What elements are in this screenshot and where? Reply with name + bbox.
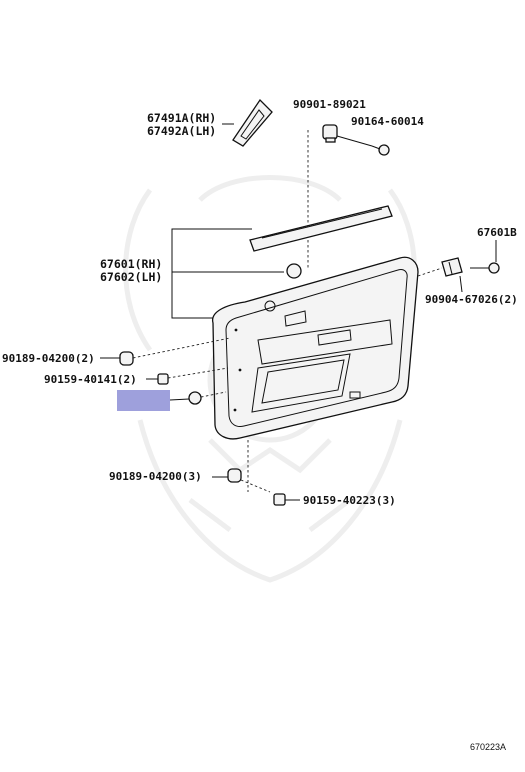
bracket-line [171,228,252,319]
plug-part[interactable] [188,391,202,405]
screw-bottom-part[interactable] [273,493,286,506]
window-trim-part[interactable] [232,98,273,147]
door-panel-part[interactable] [212,256,419,440]
highlight-box[interactable] [117,390,170,411]
screw-top-label[interactable]: 90164-60014 [351,115,424,128]
clip-bottom-part[interactable] [227,468,242,483]
screw-left-part[interactable] [157,373,169,385]
leader-line [169,398,190,401]
screw-right-part[interactable] [470,262,500,274]
clip-left-part[interactable] [119,351,134,366]
clip-top-label[interactable]: 90901-89021 [293,98,366,111]
dashed-guide [200,391,227,398]
screw-right-label[interactable]: 90904-67026(2) [425,293,518,306]
upper-molding-part[interactable] [249,205,393,252]
clip-bottom-label[interactable]: 90189-04200(3) [109,470,202,483]
screw-top-part[interactable] [371,144,390,156]
part-67601b[interactable] [441,257,463,277]
dashed-guide [417,267,443,277]
watermark-emblem [123,175,417,583]
panel-rh-label[interactable]: 67601(RH) [100,257,162,271]
clip-left-label[interactable]: 90189-04200(2) [2,352,95,365]
screw-left-label[interactable]: 90159-40141(2) [44,373,137,386]
window-trim-rh-label[interactable]: 67491A(RH) [147,111,216,125]
leader-line [459,275,463,293]
part-67601b-label[interactable]: 67601B [477,226,517,239]
panel-clip-part[interactable] [286,263,302,279]
window-trim-lh-label[interactable]: 67492A(LH) [147,124,216,138]
clip-top-part[interactable] [322,124,338,143]
dashed-guide [240,479,271,493]
dashed-guide [132,337,231,359]
illustration-code: 670223A [470,742,506,752]
dashed-guide [167,367,229,379]
panel-lh-label[interactable]: 67602(LH) [100,270,162,284]
leader-line [336,135,373,147]
screw-bottom-label[interactable]: 90159-40223(3) [303,494,396,507]
